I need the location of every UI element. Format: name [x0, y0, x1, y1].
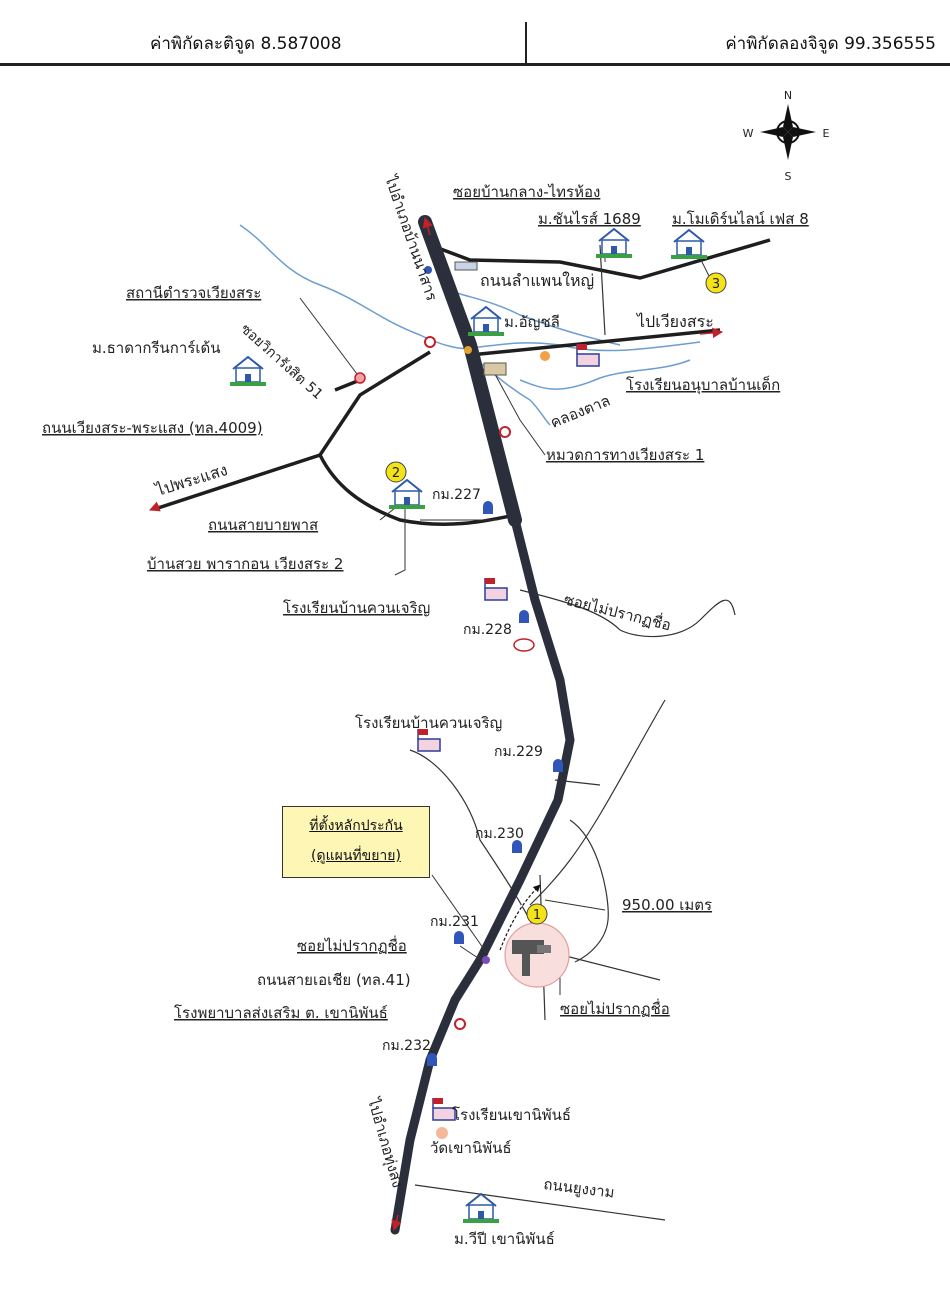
- school-icon: [417, 728, 441, 752]
- car-icon: [513, 638, 535, 652]
- label-kindergarten: โรงเรียนอนุบาลบ้านเด็ก: [626, 375, 780, 395]
- km231-post-icon: [454, 931, 464, 944]
- label-road-asia: ถนนสายเอเชีย (ทล.41): [257, 971, 411, 989]
- office-icon: [483, 362, 507, 376]
- junction-icon: [464, 346, 472, 354]
- building-icon: [454, 261, 478, 271]
- marker-1: [526, 903, 548, 925]
- village-house-icon: [388, 479, 426, 510]
- label-soi-unnamed-2: ซอยไม่ปรากฏชื่อ: [297, 935, 407, 955]
- pin-icon: [482, 956, 490, 964]
- marker-3: [705, 272, 727, 294]
- compass-w: W: [743, 127, 754, 140]
- label-ban-suai: บ้านสวย พารากอน เวียงสระ 2: [147, 555, 343, 573]
- pin-icon: [424, 266, 432, 274]
- temple-icon: [436, 1127, 448, 1139]
- label-school-khuan-1: โรงเรียนบ้านควนเจริญ: [283, 599, 430, 617]
- police-icon: [354, 372, 366, 384]
- label-km231: กม.231: [430, 914, 479, 930]
- km227-post-icon: [483, 501, 493, 514]
- marker-2: [385, 461, 407, 483]
- hospital-icon: [454, 1018, 466, 1030]
- compass-rose: N S E W: [743, 89, 830, 183]
- school-icon: [484, 577, 508, 601]
- shop-icon: [540, 351, 550, 361]
- label-khlong-tan: คลองตาล: [548, 391, 613, 431]
- village-house-icon: [462, 1193, 500, 1224]
- label-m-thara: ม.ธาดากรีนการ์เด้น: [92, 339, 220, 357]
- marker-2-number: 2: [392, 466, 400, 481]
- village-house-icon: [670, 229, 708, 260]
- header-divider: [525, 22, 527, 64]
- marker-3-number: 3: [712, 277, 720, 292]
- label-to-thung-song: ไปอำเภอทุ่งสง: [363, 1095, 407, 1190]
- label-road-yung: ถนนยูงงาม: [543, 1175, 616, 1202]
- label-wat-khao: วัดเขานิพันธ์: [430, 1139, 512, 1157]
- label-distance: 950.00 เมตร: [622, 896, 712, 914]
- label-m-chanrai: ม.ชันไรส์ 1689: [538, 210, 641, 228]
- direction-arrows: [149, 216, 724, 1232]
- label-hospital: โรงพยาบาลส่งเสริม ต. เขานิพันธ์: [174, 1004, 388, 1022]
- label-km232: กม.232: [382, 1038, 431, 1054]
- location-map: 1 2 3 N S E W ซอยบ้านกลาง-ไทรห้อง ม.ชันไ…: [42, 89, 830, 1248]
- label-soi-wiset: ซอยวิการังสิต 51: [237, 321, 325, 403]
- leader-lines: [299, 240, 713, 995]
- longitude-label: ค่าพิกัดลองจิจูด 99.356555: [725, 34, 936, 54]
- label-m-modern: ม.โมเดิร์นไลน์ เฟส 8: [672, 210, 809, 228]
- compass-n: N: [784, 89, 792, 102]
- signal-icon: [424, 336, 436, 348]
- label-to-phrasaeng: ไปพระแสง: [152, 460, 230, 500]
- collateral-site: [504, 922, 570, 988]
- signal-icon: [499, 426, 511, 438]
- label-m-vp: ม.วีปี เขานิพันธ์: [454, 1230, 555, 1248]
- label-km229: กม.229: [494, 744, 543, 760]
- label-school-khuan-2: โรงเรียนบ้านควนเจริญ: [355, 714, 502, 732]
- callout-line1: ที่ตั้งหลักประกัน: [309, 818, 403, 834]
- distance-arrow: [499, 884, 541, 951]
- label-road-lam-phan: ถนนลำแพนใหญ่: [480, 271, 594, 290]
- latitude-label: ค่าพิกัดละติจูด 8.587008: [150, 34, 342, 54]
- label-soi-unnamed-3: ซอยไม่ปรากฏชื่อ: [560, 998, 670, 1018]
- compass-e: E: [823, 127, 830, 140]
- marker-1-number: 1: [533, 908, 541, 923]
- compass-s: S: [785, 170, 792, 183]
- village-house-icon: [595, 228, 633, 259]
- label-km228: กม.228: [463, 622, 512, 638]
- km228-post-icon: [519, 610, 529, 623]
- school-icon: [576, 343, 600, 367]
- label-m-anchali: ม.อัญชลี: [504, 313, 560, 331]
- minor-roads: [157, 238, 771, 526]
- village-house-icon: [229, 356, 267, 387]
- label-to-wiang-sa: ไปเวียงสระ: [635, 312, 714, 331]
- label-military: หมวดการทางเวียงสระ 1: [546, 446, 704, 464]
- coordinates-header: ค่าพิกัดละติจูด 8.587008 ค่าพิกัดลองจิจู…: [0, 0, 950, 66]
- numbered-markers: 1 2 3: [385, 272, 727, 925]
- collateral-callout: ที่ตั้งหลักประกัน (ดูแผนที่ขยาย): [282, 806, 430, 878]
- village-house-icon: [467, 306, 505, 337]
- callout-line2: (ดูแผนที่ขยาย): [311, 848, 401, 864]
- km229-post-icon: [553, 759, 563, 772]
- poi-icons: [354, 261, 550, 1139]
- label-road-4009: ถนนเวียงสระ-พระแสง (ทล.4009): [42, 419, 263, 437]
- label-soi-ban-klang: ซอยบ้านกลาง-ไทรห้อง: [453, 183, 600, 201]
- label-road-bypass: ถนนสายบายพาส: [208, 516, 318, 534]
- label-km227: กม.227: [432, 487, 481, 503]
- label-police: สถานีตำรวจเวียงสระ: [126, 284, 261, 302]
- label-km230: กม.230: [475, 826, 524, 842]
- label-school-khao: โรงเรียนเขานิพันธ์: [452, 1106, 571, 1124]
- km232-post-icon: [427, 1053, 437, 1066]
